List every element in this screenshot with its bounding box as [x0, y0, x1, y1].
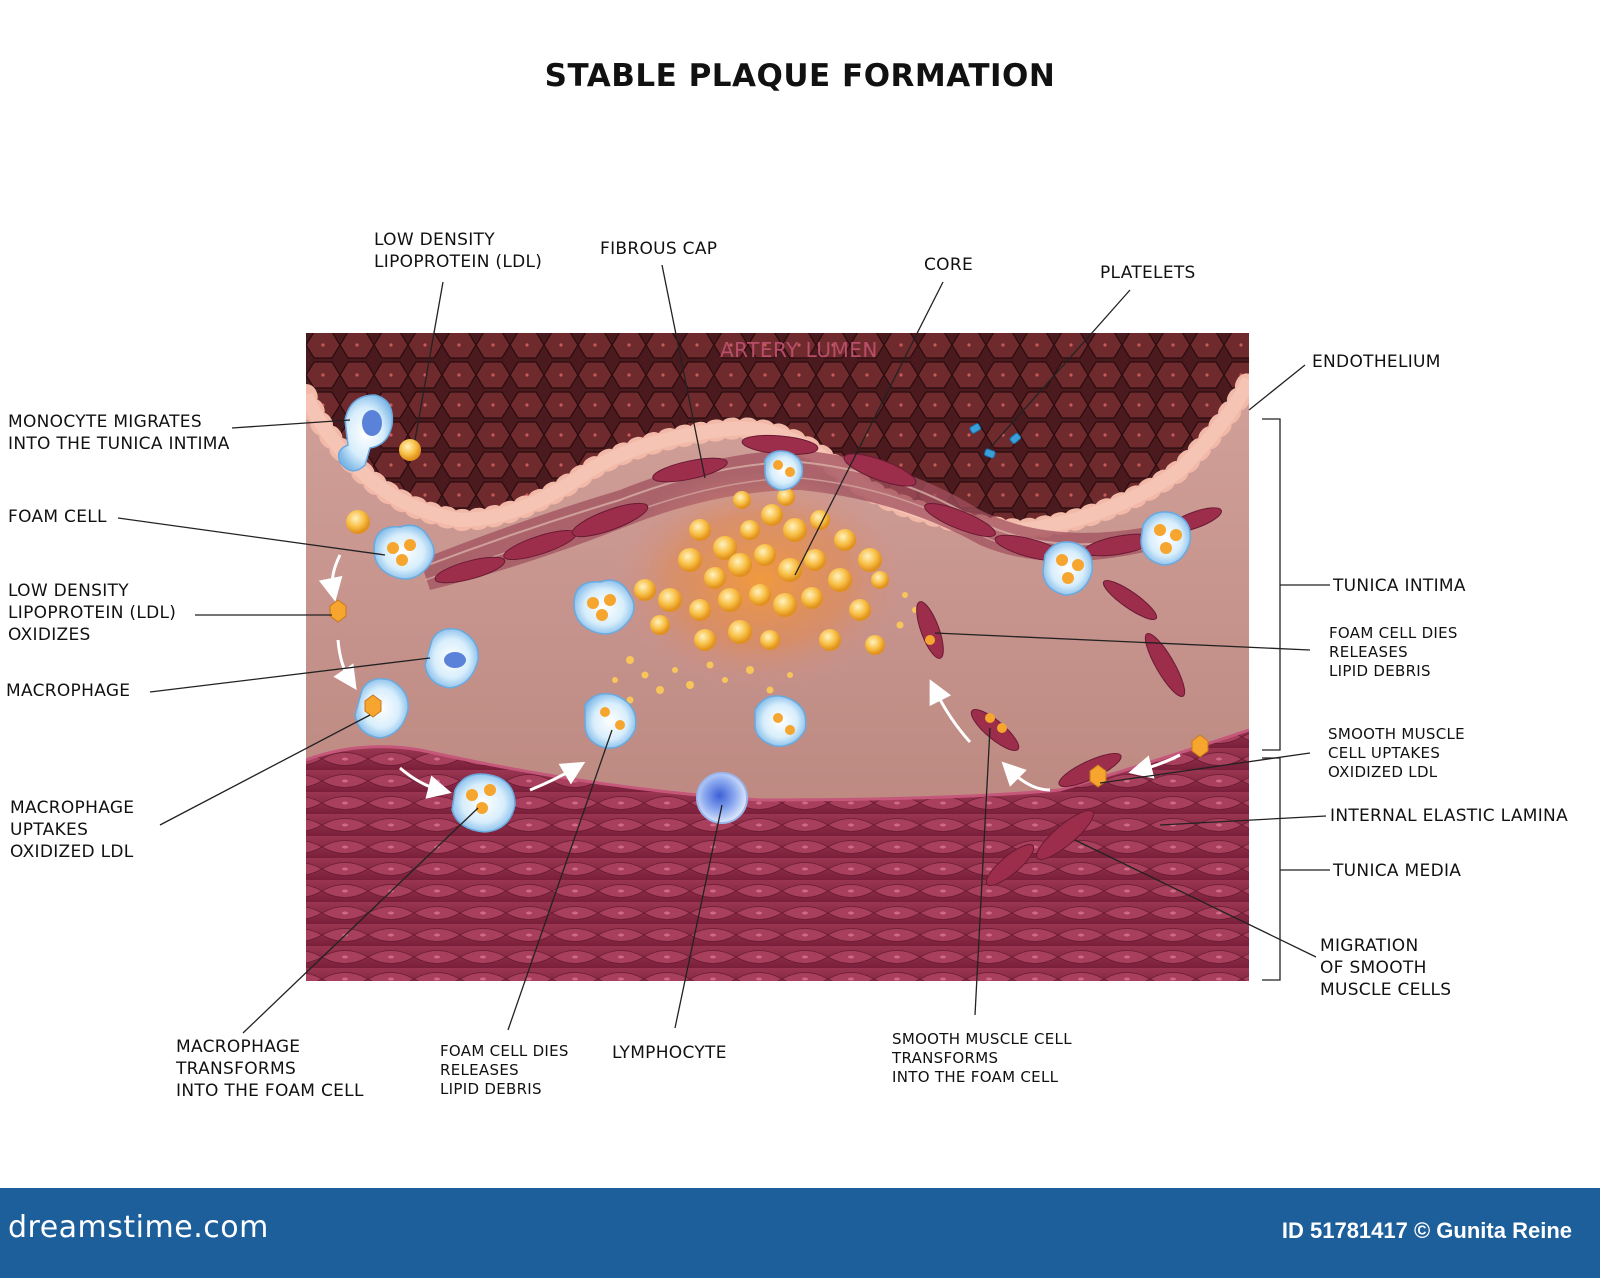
footer-bar: dreamstime.com ID 51781417 © Gunita Rein…: [0, 1188, 1600, 1278]
page-title: STABLE PLAQUE FORMATION: [544, 58, 1056, 94]
oxidized-ldl: [329, 599, 347, 623]
internal-elastic-lamina: [306, 728, 1249, 802]
dreamstime-logo[interactable]: dreamstime.com: [8, 1210, 269, 1245]
oxidized-ldl: [1191, 734, 1209, 758]
flow-arrows: [318, 554, 1181, 799]
macrophage: [424, 628, 479, 689]
foam-cell: [1140, 511, 1192, 566]
label-endothelium: ENDOTHELIUM: [1312, 352, 1441, 372]
foam-cell: [573, 579, 635, 635]
label-tunica-media: TUNICA MEDIA: [1333, 861, 1462, 881]
label-foam-cell: FOAM CELL: [8, 507, 107, 527]
label-macrophage: MACROPHAGE: [6, 681, 131, 701]
platelets: [969, 423, 1022, 459]
lipid-core-glow: [610, 470, 910, 690]
foam-cell: [764, 450, 804, 491]
dying-foam-cell: [584, 693, 637, 749]
leader-lines: [117, 264, 1327, 1034]
lipid-core-particles: [612, 488, 918, 704]
foam-cell: [373, 524, 435, 580]
lymphocyte: [696, 772, 748, 824]
ldl-particle: [399, 439, 421, 461]
artery-lumen-label: ARTERY LUMEN: [720, 338, 878, 362]
smooth-muscle-cells: [434, 434, 1222, 886]
oxidized-ldl: [1089, 764, 1107, 788]
dying-foam-cell: [754, 695, 807, 747]
ldl-particle: [346, 510, 370, 534]
label-lymphocyte: LYMPHOCYTE: [612, 1043, 727, 1063]
label-platelets: PLATELETS: [1100, 263, 1196, 283]
tunica-media: [306, 730, 1249, 981]
layer-bracket: [1262, 418, 1330, 981]
macrophage-with-ldl: [354, 678, 409, 739]
image-credit: ID 51781417 © Gunita Reine: [1281, 1218, 1572, 1243]
label-fibrous-cap: FIBROUS CAP: [600, 239, 718, 259]
label-tunica-intima: TUNICA INTIMA: [1333, 576, 1466, 596]
label-core: CORE: [924, 255, 974, 275]
immune-cells: [329, 394, 1209, 833]
foam-cell: [1042, 541, 1094, 596]
label-internal-elastic-lamina: INTERNAL ELASTIC LAMINA: [1330, 806, 1569, 826]
